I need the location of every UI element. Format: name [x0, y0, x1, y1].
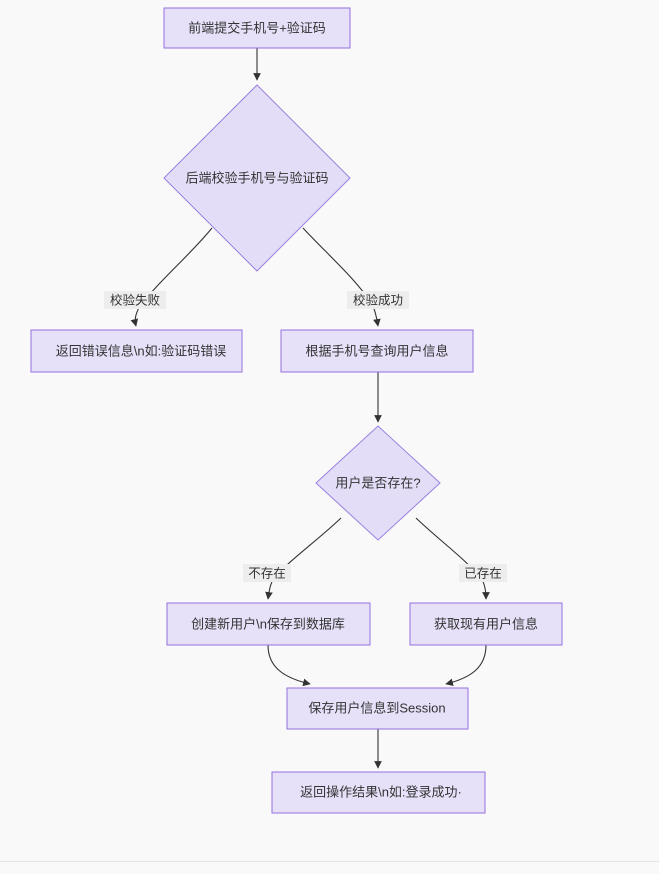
- edge-exists-to-create: [265, 517, 342, 600]
- node-create-label: 创建新用户\n保存到数据库: [191, 616, 345, 631]
- edge-label-verify-success: 校验成功: [347, 291, 409, 309]
- node-session[interactable]: 保存用户信息到Session: [286, 687, 469, 730]
- footer-divider: [0, 861, 659, 862]
- node-fetch[interactable]: 获取现有用户信息: [409, 602, 563, 646]
- edge-exists-to-fetch: [415, 517, 490, 600]
- node-verify-label: 后端校验手机号与验证码: [185, 170, 328, 185]
- node-verify-decision[interactable]: 后端校验手机号与验证码: [163, 84, 351, 272]
- edge-verify-to-error: [130, 227, 213, 327]
- node-session-label: 保存用户信息到Session: [308, 700, 445, 715]
- node-exists-label: 用户是否存在?: [335, 475, 420, 490]
- node-start-label: 前端提交手机号+验证码: [188, 20, 326, 35]
- edge-label-verify-fail-text: 校验失败: [110, 292, 161, 307]
- node-query-label: 根据手机号查询用户信息: [305, 343, 448, 358]
- node-error-label: 返回错误信息\n如:验证码错误: [56, 343, 226, 358]
- node-exists-decision[interactable]: 用户是否存在?: [315, 425, 441, 541]
- edge-label-already-exists-text: 已存在: [464, 566, 502, 580]
- node-create[interactable]: 创建新用户\n保存到数据库: [166, 602, 371, 646]
- edge-label-verify-fail: 校验失败: [104, 291, 166, 309]
- node-start[interactable]: 前端提交手机号+验证码: [163, 7, 351, 49]
- node-query[interactable]: 根据手机号查询用户信息: [280, 329, 474, 373]
- edge-fetch-to-session: [445, 644, 487, 687]
- node-error[interactable]: 返回错误信息\n如:验证码错误: [30, 329, 243, 373]
- node-result[interactable]: 返回操作结果\n如:登录成功·: [271, 771, 486, 814]
- edge-create-to-session: [267, 644, 311, 687]
- edge-label-not-exists-text: 不存在: [248, 566, 286, 580]
- node-result-label: 返回操作结果\n如:登录成功·: [300, 784, 462, 799]
- edge-verify-to-query: [302, 227, 381, 327]
- edge-label-verify-success-text: 校验成功: [353, 292, 403, 307]
- edge-label-already-exists: 已存在: [459, 564, 507, 582]
- node-fetch-label: 获取现有用户信息: [434, 616, 538, 631]
- edge-label-not-exists: 不存在: [243, 564, 291, 582]
